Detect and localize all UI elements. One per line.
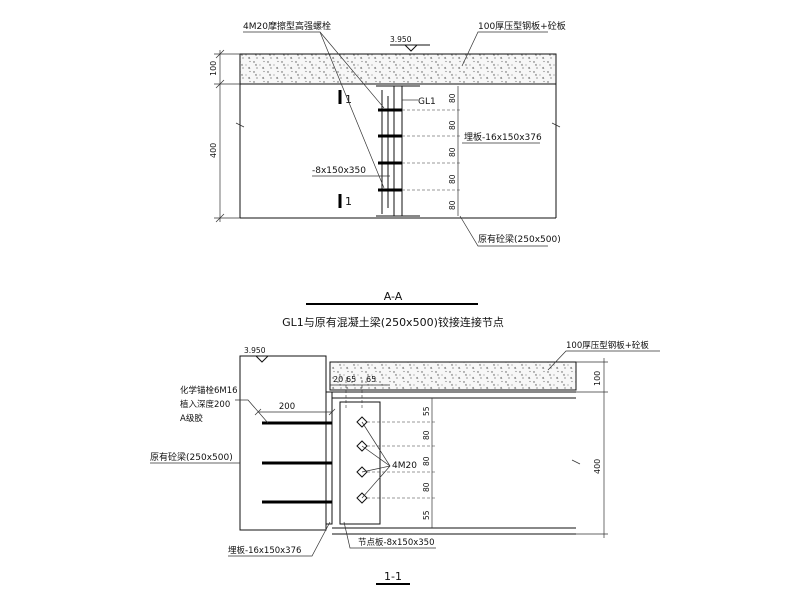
fin-note-a: -8x150x350 <box>312 166 366 176</box>
elevation-marker-a <box>390 44 430 52</box>
slab-note-b: 100厚压型钢板+砼板 <box>566 340 649 351</box>
gl1-tag: GL1 <box>418 97 436 107</box>
plate-note-b: 埋板-16x150x376 <box>228 545 301 556</box>
dim-200: 200 <box>279 402 295 412</box>
v-dim-3: 80 <box>422 456 431 466</box>
slab-note-leader <box>461 31 548 67</box>
view-a-a: 1 1 3.950 100 400 80 80 80 80 80 4M20摩擦型… <box>209 20 566 329</box>
title-a: A-A <box>384 290 403 303</box>
slab-note-a: 100厚压型钢板+砼板 <box>478 20 566 32</box>
anchor-note-3: A级胶 <box>180 413 203 424</box>
dim-tick <box>328 408 336 416</box>
bolt-leader <box>361 445 391 467</box>
fin-leader-b <box>343 521 436 549</box>
bolt-leader <box>361 421 391 467</box>
elevation-a: 3.950 <box>390 35 412 44</box>
top-dim-2: 65 <box>346 375 356 384</box>
bolt-note-leader-2 <box>319 31 385 189</box>
bolt-leader <box>361 465 391 473</box>
elevation-b: 3.950 <box>244 346 266 355</box>
bolt-leader <box>361 465 391 499</box>
dim-beam-b: 400 <box>593 459 602 474</box>
break-mark-right-a <box>551 122 561 128</box>
spacing-a-4: 80 <box>448 174 457 184</box>
break-mark-b <box>571 459 581 465</box>
fin-plate-b <box>339 401 381 525</box>
spacing-a-2: 80 <box>448 120 457 130</box>
title-a-sub: GL1与原有混凝土梁(250x500)铰接连接节点 <box>282 315 504 329</box>
gl1-web <box>393 85 403 217</box>
section-mark-bottom: 1 <box>345 195 352 208</box>
dim-slab-a: 100 <box>209 61 218 76</box>
spacing-a-1: 80 <box>448 93 457 103</box>
beam-note-leader-a <box>459 215 548 247</box>
bolt-label-b: 4M20 <box>392 461 417 471</box>
bolt-group-b: 4M20 <box>356 416 417 504</box>
anchor-leader <box>235 399 269 424</box>
existing-beam-b <box>239 355 327 531</box>
beam-note-a: 原有砼梁(250x500) <box>478 233 561 245</box>
dim-tick <box>254 408 262 416</box>
top-dim-3: 65 <box>366 375 376 384</box>
slab-a <box>239 53 557 85</box>
bolt-note-a: 4M20摩擦型高强螺栓 <box>243 20 331 32</box>
elevation-marker-b <box>240 355 276 363</box>
v-dim-2: 80 <box>422 430 431 440</box>
spacing-a-3: 80 <box>448 147 457 157</box>
dim-beam-a: 400 <box>209 143 218 158</box>
v-dim-1: 55 <box>422 406 431 416</box>
anchor-note-2: 植入深度200 <box>180 399 230 410</box>
break-mark-left-a <box>235 122 245 128</box>
v-dim-4: 80 <box>422 482 431 492</box>
section-mark-top: 1 <box>345 93 352 106</box>
beam-note-b: 原有砼梁(250x500) <box>150 451 233 463</box>
plate-note-a: 埋板-16x150x376 <box>464 131 542 143</box>
spacing-a-5: 80 <box>448 200 457 210</box>
dim-slab-b: 100 <box>593 371 602 386</box>
v-dim-5: 55 <box>422 510 431 520</box>
slab-note-leader-b <box>547 350 660 371</box>
title-b: 1-1 <box>384 570 402 583</box>
fin-note-b: 节点板-8x150x350 <box>358 537 434 548</box>
view-1-1: 4M20 3.950 化学锚栓6M16 植入深度200 A级胶 200 原有砼梁… <box>150 340 660 585</box>
anchor-note-1: 化学锚栓6M16 <box>180 385 238 396</box>
plate-leader-b <box>228 521 331 557</box>
top-dim-1: 20 <box>333 375 343 384</box>
